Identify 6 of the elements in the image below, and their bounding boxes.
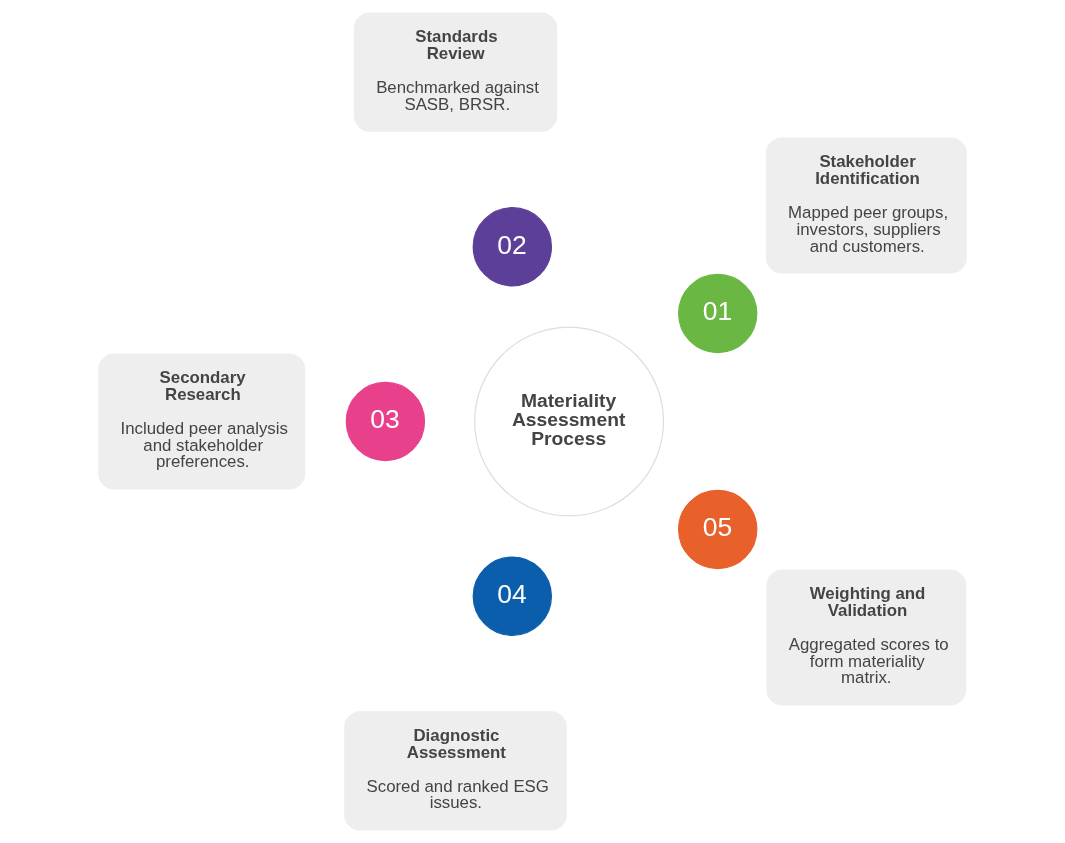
- node-circle: 04: [472, 556, 553, 636]
- node-circle: 02: [472, 207, 553, 287]
- node-circle: 03: [345, 381, 426, 462]
- node-circle: Materiality Assessment Process: [474, 326, 665, 517]
- node-circle: 01: [678, 273, 758, 354]
- node-circle: 05: [678, 489, 758, 570]
